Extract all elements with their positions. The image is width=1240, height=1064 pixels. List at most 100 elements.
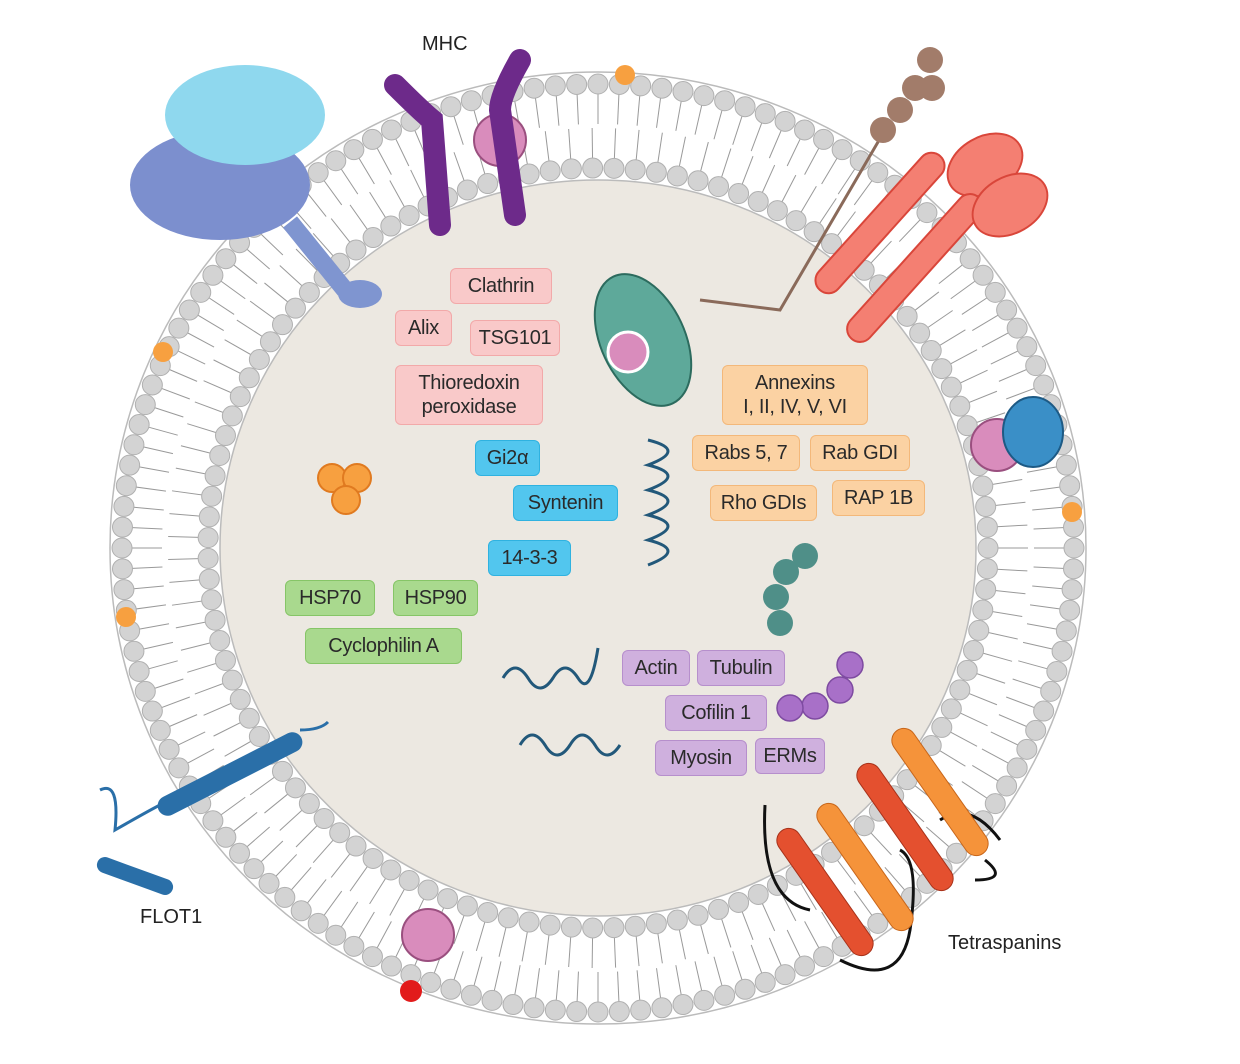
glycan-chain [699,47,945,312]
lipid-head [645,161,667,183]
lipid-head [940,698,962,720]
lipid-head [544,999,566,1021]
lipid-head [259,331,281,353]
mhc-label: MHC [422,33,468,55]
lipid-head [198,568,220,590]
lipid-head [329,822,351,844]
lipid-head [202,264,224,286]
lipid-head [325,924,347,946]
lipid-head [417,879,439,901]
lipid-head [666,165,688,187]
lipid-head [113,579,135,601]
lipid-head [624,159,646,181]
lipid-head [949,395,971,417]
lipid-head [307,162,329,184]
lipid-head [298,793,320,815]
lipid-head [945,842,967,864]
lipid-head [111,558,133,580]
lipid-head [481,989,503,1011]
lipid-head [345,835,367,857]
lipid-head [1033,700,1055,722]
lipid-head [284,297,306,319]
lipid-head [307,912,329,934]
lipid-head [209,445,231,467]
protein-label: Gi2α [475,440,540,476]
lipid-head [380,955,402,977]
lipid-head [821,233,843,255]
lipid-head [1006,317,1028,339]
lipid-head [168,757,190,779]
lipid-head [587,1001,609,1023]
protein-label: Rab GDI [810,435,910,471]
lipid-head [714,984,736,1006]
lipid-head [959,248,981,270]
lipid-head [214,425,236,447]
lipid-head [456,895,478,917]
protein-label: RAP 1B [832,480,925,516]
lipid-head [440,978,462,1000]
protein-label: Clathrin [450,268,552,304]
lipid-head [940,376,962,398]
lipid-head [440,96,462,118]
lipid-head [229,842,251,864]
lipid-head [190,281,212,303]
lipid-head [204,465,226,487]
lipid-head [178,299,200,321]
lipid-head [313,808,335,830]
lipid-head [672,80,694,102]
lipid-head [582,157,604,179]
orange-cluster [317,463,372,515]
lipid-head [221,669,243,691]
lipid-head [274,886,296,908]
tetraspanins-label: Tetraspanins [948,932,1062,954]
lipid-head [956,415,978,437]
vesicle-lumen [219,179,977,917]
lipid-head [325,150,347,172]
lipid-head [651,77,673,99]
lipid-head [813,946,835,968]
lipid-head [645,913,667,935]
lipid-head [587,73,609,95]
lipid-head [867,162,889,184]
lipid-head [766,200,788,222]
lipid-head [1061,579,1083,601]
lipid-head [968,619,990,641]
lipid-head [243,858,265,880]
lipid-head [284,777,306,799]
lipid-head [398,205,420,227]
lipid-head [298,281,320,303]
protein-label: Annexins I, II, IV, V, VI [722,365,868,425]
lipid-head [1040,680,1062,702]
lipid-head [158,738,180,760]
lipid-head [113,495,135,517]
lipid-head [916,202,938,224]
protein-label: Cofilin 1 [665,695,767,731]
lipid-head [693,85,715,107]
receptor-dimer [814,132,1049,343]
lipid-head [362,847,384,869]
lipid-head [380,859,402,881]
lipid-head [687,904,709,926]
lipid-head [603,157,625,179]
lipid-head [201,485,223,507]
teal-chain [763,543,818,636]
lipid-head [1055,454,1077,476]
lipid-head [1046,660,1068,682]
lipid-head [853,815,875,837]
lipid-head [975,496,997,518]
lipid-head [111,537,133,559]
inner-vesicle [593,273,693,407]
lipid-head [931,716,953,738]
lipid-head [972,264,994,286]
protein-label: HSP90 [393,580,478,616]
lipid-head [728,183,750,205]
lipid-head [1025,355,1047,377]
lipid-head [518,911,540,933]
lipid-head [115,475,137,497]
lipid-head [134,394,156,416]
protein-label: Alix [395,310,452,346]
lipid-head [831,139,853,161]
protein-label: TSG101 [470,320,560,356]
